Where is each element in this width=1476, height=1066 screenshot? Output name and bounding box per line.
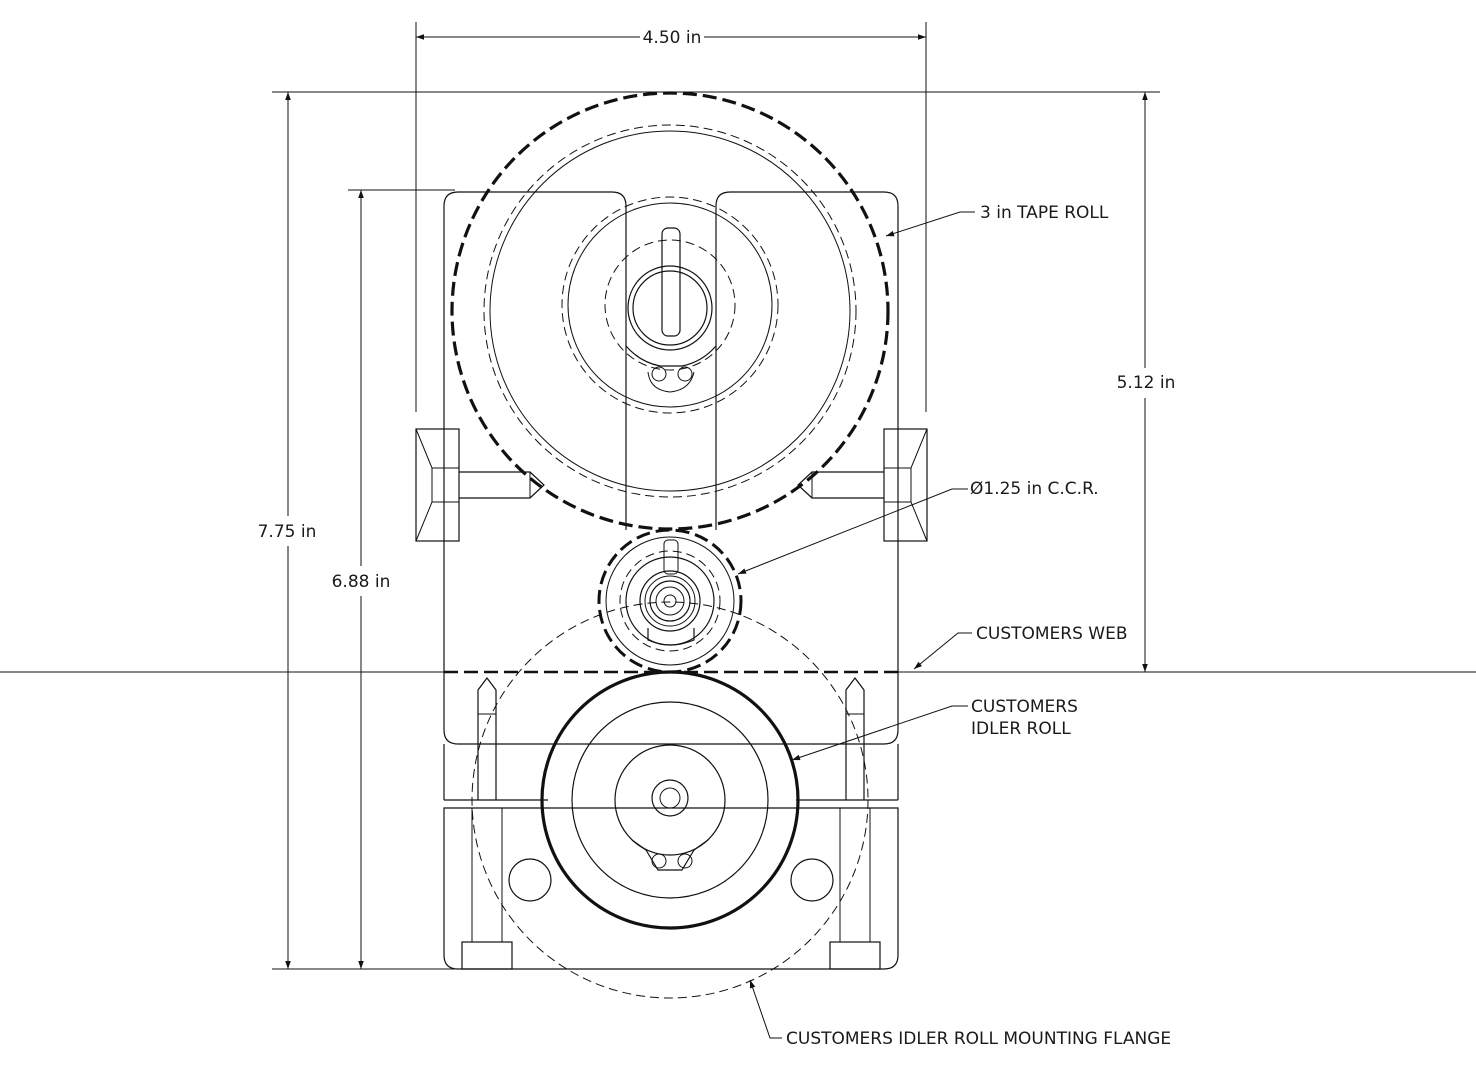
width-dimension: 4.50 in [415,22,927,412]
tape-roll [450,91,890,531]
web-label: CUSTOMERS WEB [976,624,1128,644]
overall-height-dimension: 7.75 in [258,92,455,970]
idler-roll [471,601,869,999]
main-plate [443,191,899,745]
ccr-callout: Ø1.25 in C.C.R. [737,479,1099,575]
body-height-dimension: 6.88 in [332,189,455,969]
locating-pins [477,677,865,800]
right-clamp-knob [797,428,928,542]
overall-height-label: 7.75 in [258,522,317,542]
idler-roll-label-line1: CUSTOMERS [971,697,1078,717]
ccr-label: Ø1.25 in C.C.R. [970,479,1099,499]
tape-roll-callout: 3 in TAPE ROLL [885,203,1109,237]
width-dimension-label: 4.50 in [643,28,702,48]
flange-label: CUSTOMERS IDLER ROLL MOUNTING FLANGE [786,1029,1171,1049]
left-clamp-knob [415,428,545,542]
idler-roll-label-line2: IDLER ROLL [971,719,1071,739]
flange-callout: CUSTOMERS IDLER ROLL MOUNTING FLANGE [749,979,1171,1049]
body-height-label: 6.88 in [332,572,391,592]
idler-roll-callout: CUSTOMERS IDLER ROLL [791,697,1078,761]
web-height-dimension: 5.12 in [1117,92,1176,672]
web-callout: CUSTOMERS WEB [913,624,1128,670]
mounting-block [443,744,899,970]
web-height-label: 5.12 in [1117,373,1176,393]
ccr-roller [597,528,743,674]
tape-roll-label: 3 in TAPE ROLL [980,203,1109,223]
